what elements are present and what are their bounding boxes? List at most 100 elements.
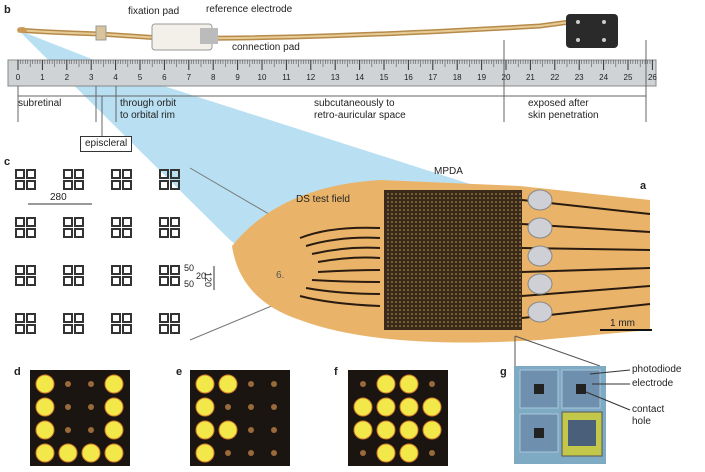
mpda-cell [407, 245, 409, 247]
mpda-cell [391, 229, 393, 231]
mpda-cell [503, 293, 505, 295]
stim-electrode [271, 450, 277, 456]
mpda-cell [463, 269, 465, 271]
mpda-cell [447, 281, 449, 283]
mpda-cell [483, 193, 485, 195]
electrode-square [63, 217, 73, 227]
mpda-cell [491, 249, 493, 251]
electrode-square [122, 180, 132, 190]
ruler-number: 11 [282, 73, 291, 82]
mpda-cell [407, 229, 409, 231]
electrode-square [170, 217, 180, 227]
mpda-cell [391, 269, 393, 271]
mpda-cell [435, 309, 437, 311]
mpda-cell [399, 193, 401, 195]
mpda-cell [487, 245, 489, 247]
mpda-cell [499, 301, 501, 303]
mpda-cell [395, 249, 397, 251]
electrode-square [170, 265, 180, 275]
mpda-cell [455, 249, 457, 251]
mpda-cell [519, 277, 521, 279]
electrode-square [111, 180, 121, 190]
mpda-cell [447, 233, 449, 235]
mpda-cell [419, 197, 421, 199]
mpda-cell [399, 201, 401, 203]
mpda-cell [411, 277, 413, 279]
electrode-square [15, 228, 25, 238]
mpda-cell [483, 325, 485, 327]
mpda-cell [503, 253, 505, 255]
mpda-cell [451, 241, 453, 243]
mpda-cell [455, 233, 457, 235]
stim-electrode [376, 397, 396, 417]
mpda-cell [443, 297, 445, 299]
mpda-cell [387, 245, 389, 247]
mpda-cell [463, 313, 465, 315]
mpda-cell [435, 317, 437, 319]
mpda-cell [515, 237, 517, 239]
mpda-cell [503, 261, 505, 263]
mpda-cell [403, 325, 405, 327]
mpda-cell [443, 217, 445, 219]
mpda-cell [491, 297, 493, 299]
mpda-cell [459, 261, 461, 263]
mpda-cell [431, 309, 433, 311]
mpda-cell [495, 289, 497, 291]
bond-pads [527, 189, 553, 323]
mpda-cell [423, 265, 425, 267]
mpda-cell [459, 241, 461, 243]
mpda-cell [399, 297, 401, 299]
mpda-label: MPDA [434, 166, 463, 177]
mpda-cell [463, 281, 465, 283]
mpda-cell [423, 241, 425, 243]
panel-letter-f: f [334, 366, 338, 378]
mpda-cell [439, 201, 441, 203]
electrode-square [74, 180, 84, 190]
mpda-cell [403, 197, 405, 199]
mpda-cell [463, 233, 465, 235]
mpda-cell [399, 285, 401, 287]
mpda-cell [511, 293, 513, 295]
mpda-cell [435, 301, 437, 303]
mpda-cell [439, 265, 441, 267]
electrode-square [15, 217, 25, 227]
mpda-cell [479, 201, 481, 203]
mpda-cell [419, 213, 421, 215]
mpda-cell [519, 193, 521, 195]
mpda-cell [511, 257, 513, 259]
mpda-cell [467, 285, 469, 287]
mpda-cell [391, 289, 393, 291]
mpda-cell [495, 249, 497, 251]
mpda-cell [471, 249, 473, 251]
mpda-cell [427, 201, 429, 203]
mpda-cell [511, 285, 513, 287]
electrode-square [170, 276, 180, 286]
ruler-number: 6 [162, 73, 167, 82]
mpda-cell [471, 205, 473, 207]
mpda-cell [519, 297, 521, 299]
mpda-cell [515, 249, 517, 251]
mpda-cell [435, 193, 437, 195]
mpda-cell [479, 229, 481, 231]
electrode-square [122, 324, 132, 334]
mpda-cell [395, 285, 397, 287]
mpda-cell [427, 209, 429, 211]
stim-electrode [35, 420, 55, 440]
mpda-cell [419, 317, 421, 319]
mpda-cell [483, 297, 485, 299]
mpda-cell [399, 197, 401, 199]
mpda-cell [431, 205, 433, 207]
mpda-cell [391, 197, 393, 199]
mpda-cell [399, 273, 401, 275]
scale-bar-label: 1 mm [610, 318, 635, 329]
mpda-cell [391, 293, 393, 295]
mpda-cell [467, 221, 469, 223]
electrode-square [15, 276, 25, 286]
mpda-cell [483, 309, 485, 311]
mpda-cell [423, 257, 425, 259]
mpda-cell [455, 289, 457, 291]
mpda-cell [431, 217, 433, 219]
mpda-cell [439, 249, 441, 251]
mpda-cell [387, 305, 389, 307]
mpda-cell [395, 233, 397, 235]
